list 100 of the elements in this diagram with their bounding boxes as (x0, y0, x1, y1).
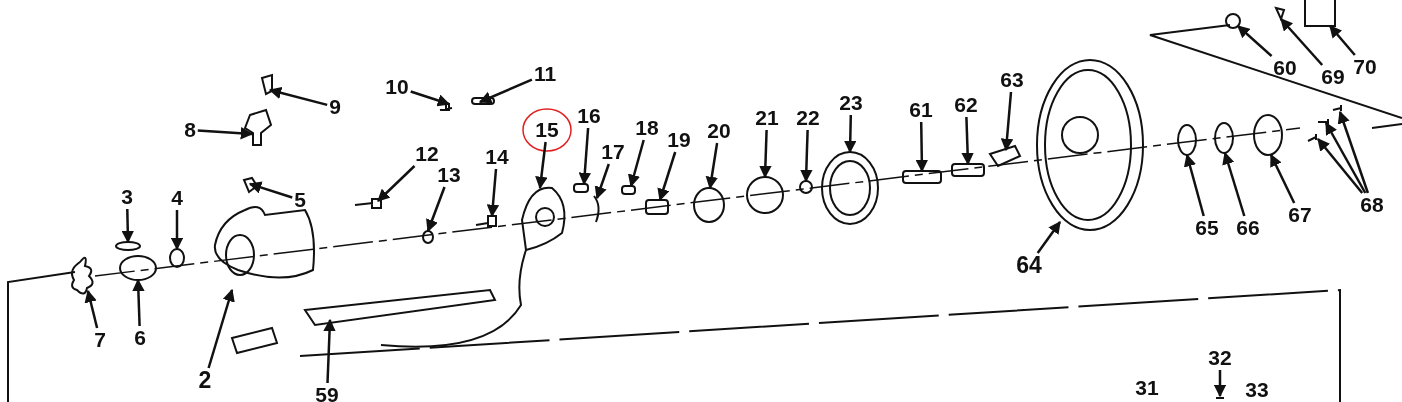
leader-line (121, 208, 134, 244)
ring-part (693, 187, 725, 223)
leader-line (800, 129, 813, 183)
ring-part (1225, 13, 1241, 29)
part-drawing (1304, 0, 1336, 27)
leader-line (594, 163, 610, 200)
lock-cylinder-drawing (243, 108, 273, 146)
block-part (621, 185, 636, 195)
leader-line (1324, 121, 1367, 194)
housing-drawing (213, 206, 315, 279)
callout-number: 12 (414, 143, 440, 165)
bearing-drawing (821, 151, 879, 225)
callout-number: 22 (795, 107, 821, 129)
callout-number: 61 (908, 99, 934, 121)
leader-line (486, 168, 500, 218)
block-part (951, 163, 985, 177)
ring-part (422, 230, 434, 244)
leader-line (1183, 153, 1205, 217)
part-drawing (1332, 104, 1342, 112)
callout-number: 33 (1244, 379, 1270, 401)
callout-number: 6 (133, 327, 147, 349)
leader-line (410, 90, 451, 107)
key-drawing (260, 73, 273, 96)
callout-number: 15 (534, 119, 560, 141)
leader-line (1222, 151, 1246, 217)
callout-number: 66 (1235, 217, 1261, 239)
callout-number: 31 (1134, 377, 1160, 399)
leader-line (657, 151, 677, 202)
leader-line (961, 116, 974, 166)
callout-number: 14 (484, 146, 510, 168)
leader-line (132, 278, 145, 327)
leader-line (478, 78, 533, 104)
leader-line (844, 114, 857, 154)
part-drawing (71, 256, 94, 295)
leader-line (915, 121, 929, 173)
callout-number: 21 (754, 107, 780, 129)
part-drawing (593, 195, 600, 223)
callout-number: 5 (293, 189, 307, 211)
leader-line (1036, 221, 1061, 254)
ring-part (1214, 122, 1234, 154)
part-drawing (354, 198, 382, 209)
callout-number: 13 (436, 164, 462, 186)
callout-number: 18 (634, 117, 660, 139)
switch-drawing (521, 186, 566, 251)
callout-number: 3 (120, 186, 134, 208)
ring-part (1253, 114, 1283, 156)
ring-part (119, 255, 157, 281)
callout-number: 32 (1207, 347, 1233, 369)
leader-line (84, 289, 99, 329)
callout-number: 4 (170, 187, 184, 209)
callout-number: 16 (576, 105, 602, 127)
ring-part (169, 248, 185, 268)
part-drawing (1317, 118, 1329, 126)
block-part (471, 97, 495, 105)
leader-line (323, 318, 336, 384)
leader-line (759, 129, 772, 179)
callout-number: 11 (532, 63, 558, 85)
callout-number: 62 (953, 94, 979, 116)
callout-number: 10 (384, 76, 410, 98)
callout-number: 23 (838, 92, 864, 114)
callout-number: 63 (999, 69, 1025, 91)
part-drawing (1274, 6, 1286, 22)
callout-number: 17 (600, 141, 626, 163)
callout-number: 64 (1015, 254, 1043, 276)
leader-line (170, 210, 184, 251)
callout-number: 70 (1352, 56, 1378, 78)
part-drawing (475, 215, 497, 227)
callout-number: 59 (314, 384, 340, 402)
callout-number: 68 (1359, 194, 1385, 216)
callout-number: 65 (1194, 217, 1220, 239)
callout-number: 67 (1287, 204, 1313, 226)
part-drawing (1307, 133, 1317, 142)
ring-part (1177, 124, 1197, 156)
leader-line (377, 165, 416, 202)
steering-wheel-drawing (1036, 59, 1144, 231)
leader-line (578, 127, 592, 186)
block-part (902, 170, 942, 184)
block-part (573, 183, 589, 193)
leader-line (426, 186, 446, 233)
callout-number: 19 (666, 129, 692, 151)
leader-line (248, 181, 293, 199)
leader-line (1337, 110, 1370, 194)
ring-part (799, 180, 813, 194)
leader-line (197, 127, 254, 140)
leader-line (627, 139, 645, 188)
callout-number: 2 (197, 369, 213, 391)
callout-number: 9 (328, 96, 342, 118)
leader-line (268, 86, 328, 107)
block-part (645, 199, 669, 215)
ring-part (115, 241, 141, 251)
callout-number: 7 (93, 329, 107, 351)
leader-line (207, 288, 235, 369)
leader-line (1280, 18, 1324, 66)
leader-line (705, 142, 719, 190)
bracket-drawing (303, 288, 497, 327)
ring-part (746, 176, 784, 214)
callout-number: 69 (1320, 66, 1346, 88)
leader-line (1317, 138, 1364, 194)
callout-number: 8 (183, 119, 197, 141)
leader-line (1269, 153, 1296, 204)
